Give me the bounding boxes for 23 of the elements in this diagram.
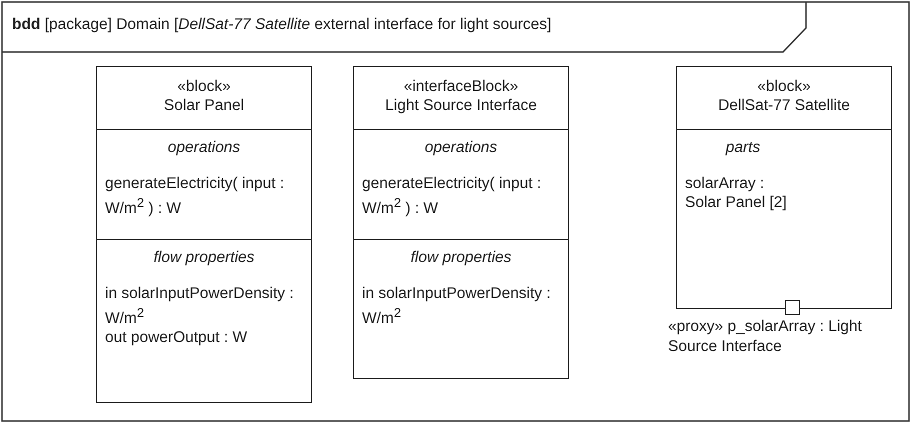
block-name: DellSat-77 Satellite (717, 96, 851, 115)
compartment-entry: out powerOutput : W (105, 328, 248, 348)
compartment-title: flow properties (152, 248, 256, 267)
block (96, 66, 312, 403)
diagram-title: bdd [package] Domain [DellSat-77 Satellite external interface for light sources] (12, 16, 552, 34)
compartment-entry: generateElectricity( input : W/m$^{2}$ ) : W (362, 174, 542, 218)
block-name: Solar Panel (162, 96, 246, 115)
port-square (785, 300, 800, 315)
stereotype-label: «block» (756, 77, 812, 96)
stereotype-label: «interfaceBlock» (402, 77, 520, 96)
stereotype-label: «block» (176, 77, 232, 96)
compartment-entry: in solarInputPowerDensity : W/m$^{2}$ (362, 284, 552, 328)
block-name: Light Source Interface (384, 96, 538, 115)
port-label: «proxy» p_solarArray : Light Source Interface (668, 317, 863, 357)
compartment-title: operations (424, 138, 498, 157)
block (676, 66, 892, 309)
compartment-entry: in solarInputPowerDensity : W/m$^{2}$ (105, 284, 295, 328)
compartment-title: operations (166, 138, 242, 157)
block (353, 66, 569, 379)
compartment-entry: generateElectricity( input : W/m$^{2}$ ) : W (105, 174, 286, 218)
compartment-entry: solarArray : Solar Panel [2] (685, 174, 788, 212)
compartment-title: flow properties (410, 248, 512, 267)
compartment-title: parts (724, 138, 762, 157)
